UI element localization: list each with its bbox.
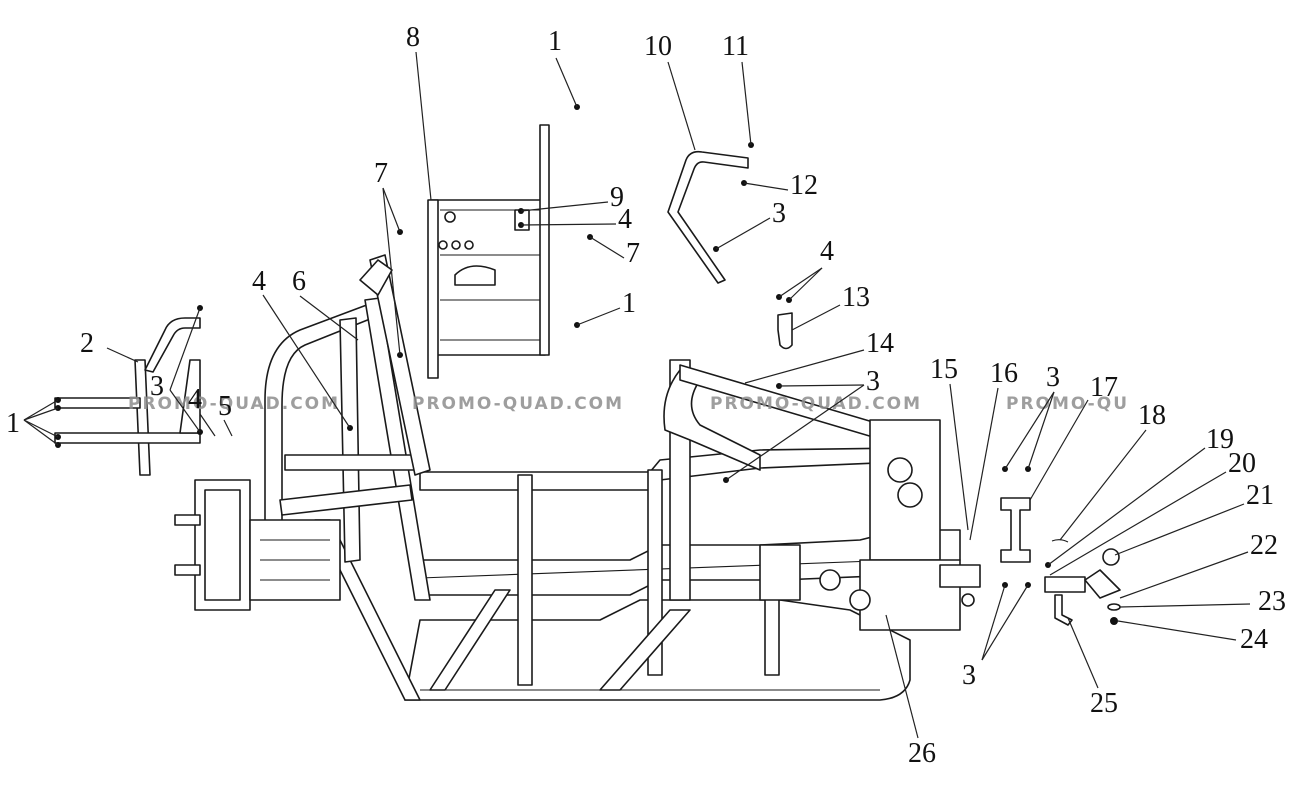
leader-line-1: [23, 419, 59, 438]
leader-line-7: [382, 187, 401, 356]
leader-line-3: [778, 384, 865, 387]
callout-label-3: 3: [772, 198, 786, 229]
callout-label-19: 19: [1206, 424, 1234, 455]
leader-line-7: [589, 236, 625, 259]
callout-label-10: 10: [644, 31, 672, 62]
leader-line-4: [778, 267, 823, 298]
leader-line-1: [23, 407, 59, 421]
callout-label-8: 8: [406, 22, 420, 53]
watermarks: PROMO-QUAD.COM PROMO-QUAD.COM PROMO-QUAD…: [128, 394, 1129, 414]
leader-line-14: [744, 349, 865, 384]
leader-line-1: [23, 399, 59, 421]
callout-label-9: 9: [610, 182, 624, 213]
leader-line-15: [949, 383, 969, 531]
callout-label-13: 13: [842, 282, 870, 313]
watermark-1: PROMO-QUAD.COM: [128, 394, 340, 414]
leader-line-4: [788, 267, 823, 301]
watermark-3: PROMO-QUAD.COM: [710, 394, 922, 414]
callout-label-25: 25: [1090, 688, 1118, 719]
leader-line-8: [415, 51, 432, 201]
leader-line-18: [1059, 429, 1147, 541]
leader-line-23: [1119, 603, 1251, 608]
callout-label-3: 3: [866, 366, 880, 397]
callout-label-26: 26: [908, 738, 936, 769]
seat-back-frame: [427, 124, 550, 379]
leader-line-1: [555, 57, 578, 108]
callout-label-3: 3: [962, 660, 976, 691]
leader-line-19: [1047, 447, 1206, 566]
callout-label-14: 14: [866, 328, 894, 359]
callout-label-4: 4: [820, 236, 834, 267]
callout-label-4: 4: [252, 266, 266, 297]
callout-label-22: 22: [1250, 530, 1278, 561]
leader-line-3: [715, 217, 771, 250]
leader-line-3: [981, 584, 1029, 661]
leader-line-3: [169, 307, 201, 391]
watermark-2: PROMO-QUAD.COM: [412, 394, 624, 414]
leader-line-3: [981, 584, 1006, 661]
callout-label-3: 3: [1046, 362, 1060, 393]
front-grab-bar: [54, 317, 201, 476]
leader-line-22: [1119, 551, 1249, 599]
leader-line-17: [1029, 399, 1089, 501]
leader-line-6: [299, 295, 359, 341]
callout-label-4: 4: [188, 384, 202, 415]
leader-line-12: [743, 182, 789, 191]
callout-label-15: 15: [930, 354, 958, 385]
callout-label-3: 3: [150, 371, 164, 402]
callout-label-11: 11: [722, 31, 749, 62]
leader-line-7: [382, 187, 401, 233]
leader-line-9: [520, 201, 609, 212]
leader-line-4: [199, 413, 216, 437]
callout-label-1: 1: [622, 288, 636, 319]
callout-label-18: 18: [1138, 400, 1166, 431]
leader-lines: [23, 51, 1251, 739]
bracket: [777, 312, 793, 350]
callout-label-2: 2: [80, 328, 94, 359]
leader-line-20: [1049, 471, 1227, 576]
callout-label-1: 1: [6, 408, 20, 439]
leader-line-4: [262, 294, 351, 429]
leader-line-3: [169, 389, 201, 433]
callout-label-20: 20: [1228, 448, 1256, 479]
main-frame: [174, 254, 981, 701]
leader-line-13: [791, 304, 841, 331]
callout-label-4: 4: [618, 204, 632, 235]
leader-line-16: [969, 387, 999, 541]
callout-label-7: 7: [626, 238, 640, 269]
leader-line-11: [741, 61, 752, 146]
leader-line-10: [667, 61, 696, 151]
callout-label-17: 17: [1090, 372, 1118, 403]
callout-label-7: 7: [374, 158, 388, 189]
roll-bar: [667, 150, 749, 284]
leader-line-1: [23, 419, 59, 446]
callout-label-16: 16: [990, 358, 1018, 389]
leader-line-3: [1027, 391, 1055, 470]
hitch-assembly: [1000, 497, 1121, 626]
leader-line-3: [1004, 391, 1055, 470]
leader-line-2: [106, 347, 139, 363]
leader-line-21: [1114, 503, 1245, 556]
hardware-bolts: [55, 104, 1051, 588]
leader-line-26: [885, 614, 919, 739]
leader-line-5: [223, 419, 233, 437]
callout-label-24: 24: [1240, 624, 1268, 655]
leader-line-24: [1117, 620, 1237, 641]
callout-label-23: 23: [1258, 586, 1286, 617]
watermark-4: PROMO-QU: [1006, 394, 1129, 414]
callout-label-5: 5: [218, 391, 232, 422]
callout-label-1: 1: [548, 26, 562, 57]
callout-label-6: 6: [292, 266, 306, 297]
leader-line-4: [520, 223, 617, 226]
leader-line-25: [1067, 617, 1099, 689]
callout-label-21: 21: [1246, 480, 1274, 511]
leader-line-1: [576, 307, 621, 326]
callout-label-12: 12: [790, 170, 818, 201]
leader-line-3: [725, 384, 865, 481]
